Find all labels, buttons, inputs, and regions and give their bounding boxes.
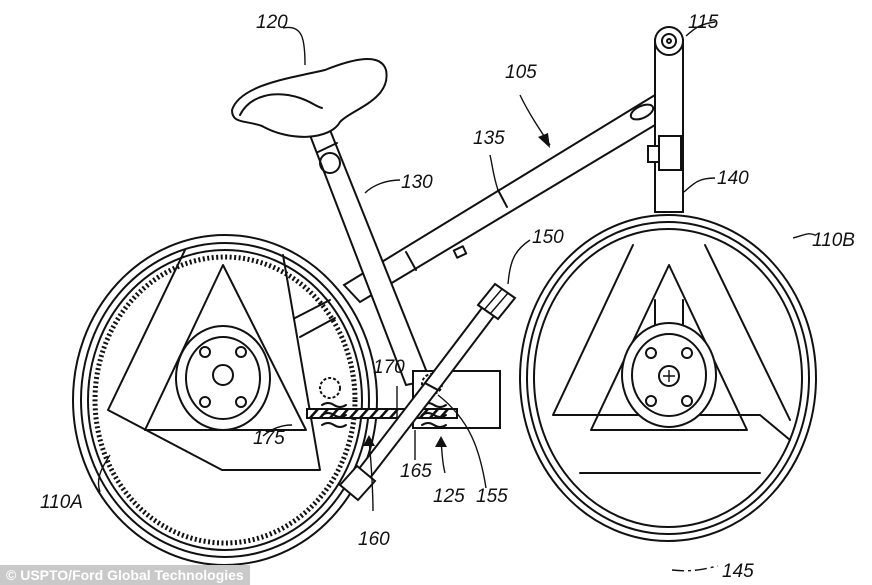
- label-155: 155: [476, 486, 508, 507]
- label-110a: 110A: [40, 492, 83, 513]
- label-135: 135: [473, 128, 505, 149]
- seat: [230, 58, 388, 138]
- label-150: 150: [532, 227, 564, 248]
- label-170: 170: [373, 357, 405, 378]
- crank-arm: [338, 282, 517, 502]
- gear-teeth: [92, 254, 358, 546]
- label-105: 105: [505, 62, 537, 83]
- label-145: 145: [722, 561, 754, 582]
- front-wheel: [519, 214, 817, 542]
- reference-labels: 120 115 105 135 130 140 110B 150 170 175…: [40, 12, 855, 582]
- label-140: 140: [717, 168, 749, 189]
- label-160: 160: [358, 529, 390, 550]
- rear-wheel: [72, 234, 378, 566]
- label-130: 130: [401, 172, 433, 193]
- label-120: 120: [256, 12, 288, 33]
- head-tube: [647, 26, 684, 213]
- frame: [294, 93, 656, 387]
- label-115: 115: [688, 12, 719, 33]
- label-175: 175: [253, 428, 285, 449]
- label-165: 165: [400, 461, 432, 482]
- label-110b: 110B: [812, 230, 855, 251]
- image-credit: © USPTO/Ford Global Technologies: [0, 565, 250, 585]
- leader-lines: [97, 21, 816, 572]
- label-125: 125: [433, 486, 465, 507]
